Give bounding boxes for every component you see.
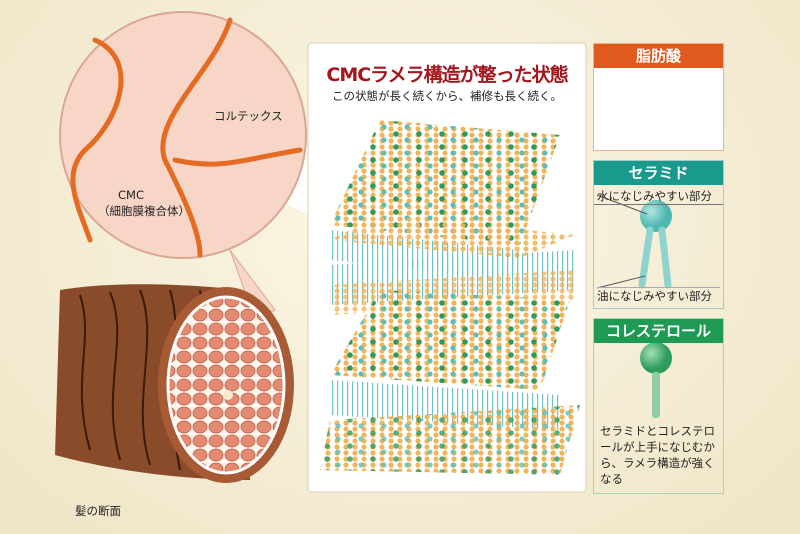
fatty-acid-card: 脂肪酸 (593, 43, 724, 151)
oil-part-label: 油になじみやすい部分 (597, 287, 720, 304)
ceramide-molecule (640, 200, 672, 232)
lamella-layers (320, 120, 580, 475)
cholesterol-title: コレステロール (594, 319, 723, 343)
page-title: CMCラメラ構造が整った状態 (326, 64, 568, 86)
cholesterol-molecule (640, 342, 672, 374)
label-cortex: コルテックス (214, 109, 283, 123)
cholesterol-card: コレステロール セラミドとコレステロールが上手になじむから、ラメラ構造が強くなる (593, 318, 724, 494)
label-cmc: CMC (118, 188, 144, 202)
ceramide-title: セラミド (594, 161, 723, 185)
label-cmc-sub: （細胞膜複合体） (98, 204, 190, 218)
cholesterol-description: セラミドとコレステロールが上手になじむから、ラメラ構造が強くなる (600, 424, 715, 486)
fatty-acid-title: 脂肪酸 (594, 44, 723, 68)
ceramide-card: セラミド 水になじみやすい部分 油になじみやすい部分 (593, 160, 724, 309)
subtitle: この状態が長く続くから、補修も長く続く。 (332, 89, 562, 103)
water-part-label: 水になじみやすい部分 (594, 185, 723, 205)
label-hair-section: 髪の断面 (75, 504, 121, 518)
